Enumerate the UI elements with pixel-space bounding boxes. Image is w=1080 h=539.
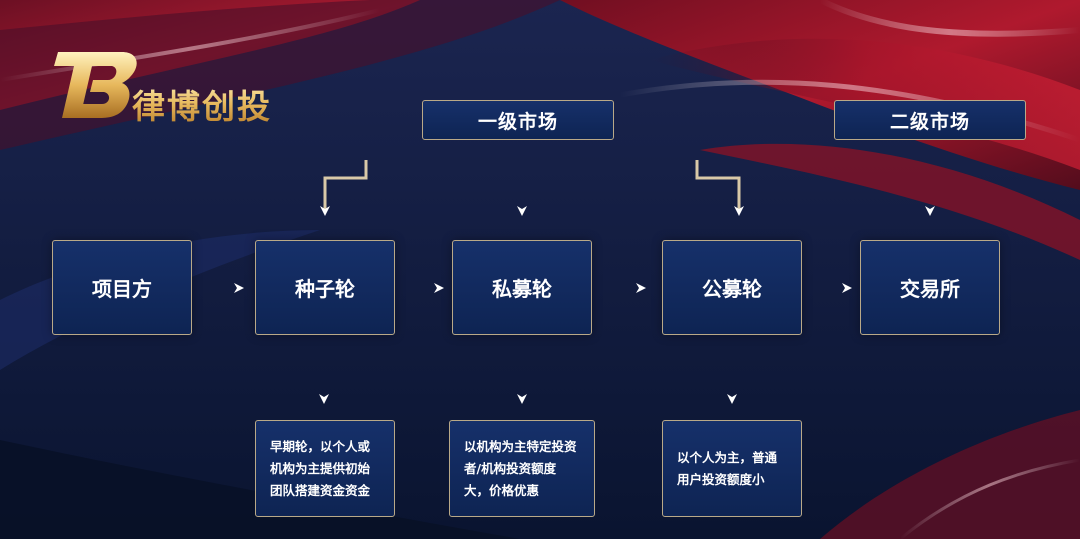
stage-exchange: 交易所 xyxy=(860,240,1000,335)
brand-logo-mark xyxy=(54,52,137,118)
private-round-description: 以机构为主特定投资者/机构投资额度大，价格优惠 xyxy=(449,420,595,517)
stage-seed-round: 种子轮 xyxy=(255,240,395,335)
stage-private-round: 私募轮 xyxy=(452,240,592,335)
brand-name: 律博创投 xyxy=(132,80,272,128)
secondary-market-label: 二级市场 xyxy=(834,100,1026,140)
primary-market-label: 一级市场 xyxy=(422,100,614,140)
private-round-description-text: 以机构为主特定投资者/机构投资额度大，价格优惠 xyxy=(464,438,577,498)
stage-project-party: 项目方 xyxy=(52,240,192,335)
stage-public-round: 公募轮 xyxy=(662,240,802,335)
seed-round-description: 早期轮，以个人或机构为主提供初始团队搭建资金资金 xyxy=(255,420,395,517)
seed-round-description-text: 早期轮，以个人或机构为主提供初始团队搭建资金资金 xyxy=(270,438,371,498)
public-round-description: 以个人为主，普通用户投资额度小 xyxy=(662,420,802,517)
public-round-description-text: 以个人为主，普通用户投资额度小 xyxy=(677,449,778,487)
